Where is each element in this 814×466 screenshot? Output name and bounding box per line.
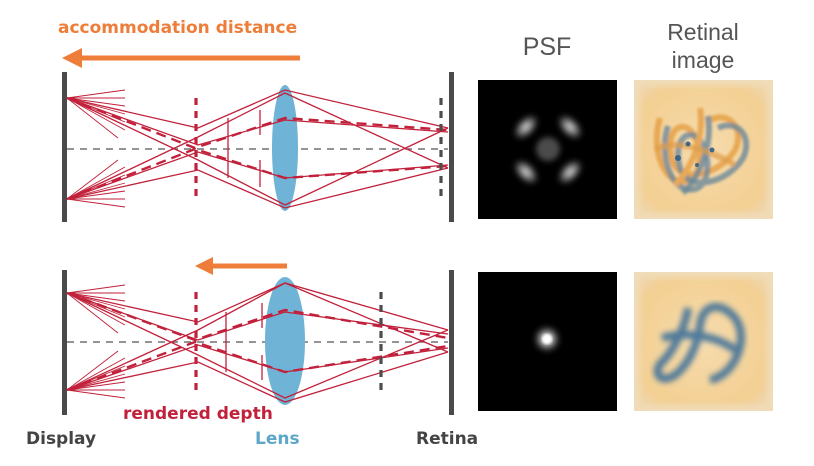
retinal-image-bottom [634,272,773,411]
retina-bar-top [449,72,454,222]
arrow-left-icon [195,257,287,275]
display-bar [62,270,67,415]
psf-top-image [478,80,617,219]
bottom-optics-diagram [62,270,454,415]
retina-bar-bottom [449,270,454,415]
lens-bottom [265,277,305,405]
psf-header: PSF [523,33,572,61]
retina-label: Retina [416,429,478,449]
accommodation-distance-label: accommodation distance [58,18,297,38]
chief-ray-dashed-top [66,96,449,201]
arrow-left-icon [62,48,300,68]
retinal-image-top [634,80,773,219]
rendered-depth-label: rendered depth [123,404,273,424]
retinal-image-header-line1: Retinal [667,19,739,45]
display-label: Display [26,429,96,449]
display-bar [62,72,67,222]
top-optics-diagram [62,72,454,222]
lens-label: Lens [255,429,300,449]
psf-bottom-image [478,272,617,411]
chief-ray-dashed-bottom [66,291,449,392]
lens-top [272,85,298,211]
ray-bundle-top [66,89,449,209]
retinal-image-header-line2: image [672,47,735,73]
